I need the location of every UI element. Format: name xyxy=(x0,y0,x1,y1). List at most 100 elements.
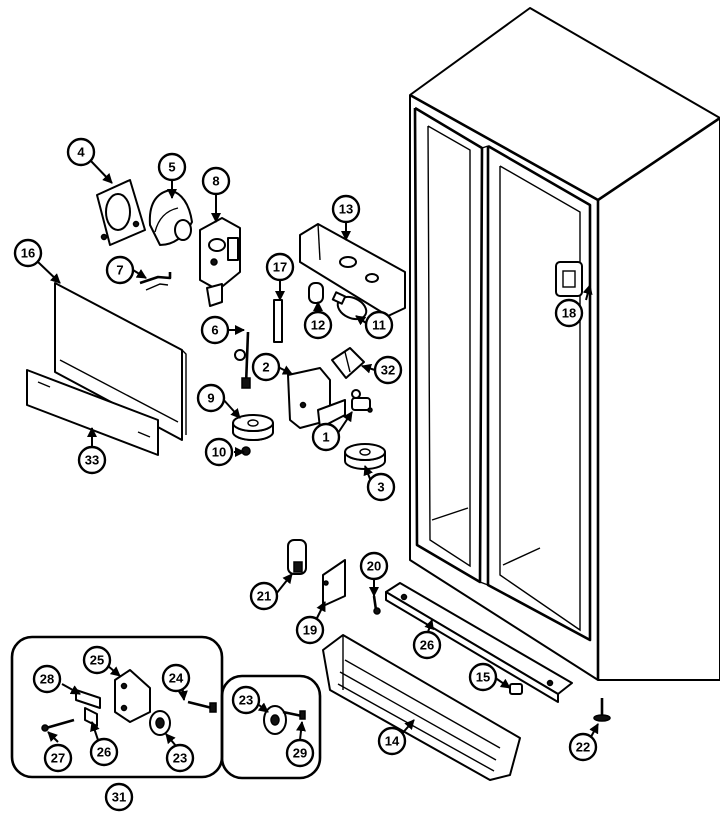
svg-text:27: 27 xyxy=(51,751,65,766)
callout-33: 33 xyxy=(77,445,107,475)
svg-text:23: 23 xyxy=(173,751,187,766)
part-27-screw xyxy=(41,718,75,732)
part-18-control-switch xyxy=(555,261,583,297)
svg-text:32: 32 xyxy=(381,363,395,378)
part-25-hinge-bracket xyxy=(114,669,151,723)
svg-text:24: 24 xyxy=(169,671,184,686)
svg-text:6: 6 xyxy=(211,323,218,338)
callout-20: 20 xyxy=(359,551,389,581)
svg-text:7: 7 xyxy=(116,263,123,278)
part-28-pad xyxy=(75,689,101,709)
svg-text:31: 31 xyxy=(112,790,126,805)
callout-5: 5 xyxy=(157,152,187,182)
callout-17: 17 xyxy=(265,252,295,282)
part-29-pin xyxy=(282,710,306,720)
callout-2: 2 xyxy=(251,352,281,382)
svg-text:15: 15 xyxy=(476,670,490,685)
svg-text:23: 23 xyxy=(239,693,253,708)
svg-text:2: 2 xyxy=(262,360,269,375)
callout-23-group: 23 xyxy=(165,743,195,773)
part-12-socket xyxy=(308,282,324,304)
roller-group-box xyxy=(220,674,322,780)
part-19-bracket xyxy=(322,559,346,607)
part-20-screw xyxy=(372,595,381,615)
part-5-cover xyxy=(148,189,193,246)
svg-text:3: 3 xyxy=(377,480,384,495)
svg-text:1: 1 xyxy=(322,430,329,445)
part-7-bracket xyxy=(139,272,172,291)
svg-text:10: 10 xyxy=(212,445,226,460)
part-23-roller-in-group xyxy=(149,710,171,736)
svg-text:21: 21 xyxy=(257,589,271,604)
svg-text:17: 17 xyxy=(273,260,287,275)
svg-text:13: 13 xyxy=(339,202,353,217)
part-22-leveling-leg xyxy=(593,698,611,722)
part-4-housing xyxy=(96,179,146,246)
part-11-light-bulb xyxy=(331,291,368,321)
callout-13: 13 xyxy=(331,194,361,224)
svg-text:8: 8 xyxy=(212,174,219,189)
callout-18: 18 xyxy=(554,298,584,328)
callout-23-roller: 23 xyxy=(231,685,261,715)
callout-16: 16 xyxy=(13,238,43,268)
callout-32: 32 xyxy=(373,355,403,385)
part-23-roller xyxy=(263,705,287,735)
part-1-door-switch xyxy=(351,389,373,413)
part-26-spacer-in-group xyxy=(84,707,98,727)
part-21-clip xyxy=(287,539,307,575)
part-16-panel xyxy=(54,282,187,441)
callout-25: 25 xyxy=(82,645,112,675)
svg-text:4: 4 xyxy=(77,145,85,160)
callout-4: 4 xyxy=(66,137,96,167)
part-9-knob xyxy=(232,414,274,441)
svg-text:26: 26 xyxy=(97,745,111,760)
refrigerator-cabinet xyxy=(409,7,720,681)
callout-1: 1 xyxy=(311,422,341,452)
callout-12: 12 xyxy=(303,310,333,340)
part-17-rod xyxy=(273,299,283,343)
svg-text:28: 28 xyxy=(40,672,54,687)
svg-text:19: 19 xyxy=(303,623,317,638)
callout-26-group: 26 xyxy=(89,737,119,767)
part-6-sensor xyxy=(234,331,251,389)
svg-text:16: 16 xyxy=(21,246,35,261)
svg-text:22: 22 xyxy=(576,740,590,755)
svg-text:11: 11 xyxy=(372,318,386,333)
svg-text:25: 25 xyxy=(90,653,104,668)
callout-19: 19 xyxy=(295,615,325,645)
part-8-damper-assembly xyxy=(199,217,241,307)
svg-text:29: 29 xyxy=(293,746,307,761)
callout-8: 8 xyxy=(201,166,231,196)
svg-text:5: 5 xyxy=(168,160,175,175)
leader-lines xyxy=(37,159,599,747)
callout-10: 10 xyxy=(204,437,234,467)
part-14-toe-grille xyxy=(322,634,521,781)
svg-text:9: 9 xyxy=(207,391,214,406)
callout-7: 7 xyxy=(105,255,135,285)
part-2-bracket xyxy=(287,367,346,429)
svg-text:26: 26 xyxy=(420,638,434,653)
svg-text:18: 18 xyxy=(562,306,576,321)
callout-22: 22 xyxy=(568,732,598,762)
callout-9: 9 xyxy=(196,383,226,413)
callout-24: 24 xyxy=(161,663,191,693)
part-32-switch xyxy=(331,347,365,379)
part-24-bolt xyxy=(187,700,217,713)
callout-6: 6 xyxy=(200,315,230,345)
svg-text:14: 14 xyxy=(385,734,400,749)
callout-3: 3 xyxy=(366,472,396,502)
callout-14: 14 xyxy=(377,726,407,756)
callout-26-rail: 26 xyxy=(412,630,442,660)
part-33-trim-strip xyxy=(26,369,159,456)
svg-text:20: 20 xyxy=(367,559,381,574)
svg-text:33: 33 xyxy=(85,453,99,468)
callout-29: 29 xyxy=(285,738,315,768)
callout-28: 28 xyxy=(32,664,62,694)
part-15-clip xyxy=(509,683,523,695)
callout-15: 15 xyxy=(468,662,498,692)
callout-31: 31 xyxy=(104,782,134,812)
callout-21: 21 xyxy=(249,581,279,611)
part-13-light-bracket xyxy=(299,223,406,317)
svg-text:12: 12 xyxy=(311,318,325,333)
